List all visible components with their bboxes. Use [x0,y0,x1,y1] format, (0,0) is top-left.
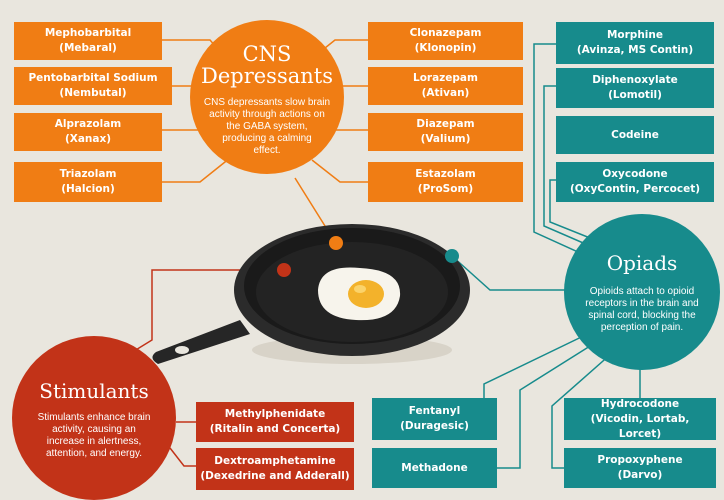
drug-box-clonazepam: Clonazepam (Klonopin) [368,22,523,60]
opiad-line-to-pan [451,255,580,291]
opiads-description: Opioids attach to opioid receptors in th… [585,286,699,333]
stimulants-title: Stimulants [39,379,149,403]
cns-marker-dot [329,236,343,250]
opiads-circle: Opiads Opioids attach to opioid receptor… [564,214,720,370]
drug-box-triazolam: Triazolam (Halcion) [14,162,162,202]
drug-box-codeine: Codeine [556,116,714,154]
opiad-line-propoxyphene [551,345,621,469]
opiad-line-oxycodone [549,179,611,247]
stimulants-circle: Stimulants Stimulants enhance brain acti… [12,336,176,500]
cns-description: CNS depressants slow brain activity thro… [203,97,331,156]
drug-box-diphenoxylate: Diphenoxylate (Lomotil) [556,68,714,108]
drug-box-alprazolam: Alprazolam (Xanax) [14,113,162,151]
drug-box-fentanyl: Fentanyl (Duragesic) [372,398,497,440]
drug-box-methadone: Methadone [372,448,497,488]
drug-box-dextroamphetamine: Dextroamphetamine (Dexedrine and Adderal… [196,448,354,490]
stimulants-description: Stimulants enhance brain activity, causi… [37,412,151,459]
drug-box-mephobarbital: Mephobarbital (Mebaral) [14,22,162,60]
stimulants-marker-dot [277,263,291,277]
drug-box-morphine: Morphine (Avinza, MS Contin) [556,22,714,64]
stimulant-line-dextroamphetamine [169,447,196,467]
drug-box-hydrocodone: Hydrocodone (Vicodin, Lortab, Lorcet) [564,398,716,440]
opiads-marker-dot [445,249,459,263]
drug-box-diazepam: Diazepam (Valium) [368,113,523,151]
drug-box-lorazepam: Lorazepam (Ativan) [368,67,523,105]
cns-depressants-circle: CNS Depressants CNS depressants slow bra… [190,20,344,174]
drug-box-methylphenidate: Methylphenidate (Ritalin and Concerta) [196,402,354,442]
drug-box-propoxyphene: Propoxyphene (Darvo) [564,448,716,488]
opiad-line-methadone [497,335,607,469]
opiad-line-morphine [533,43,601,263]
cns-line-triazolam [162,157,231,183]
cns-line-estazolam [311,159,368,183]
opiad-line-diphenoxylate [543,85,605,253]
opiads-title: Opiads [606,251,678,275]
drug-box-estazolam: Estazolam (ProSom) [368,162,523,202]
cns-title: CNS Depressants [201,42,333,88]
drug-box-oxycodone: Oxycodone (OxyContin, Percocet) [556,162,714,202]
drug-box-pentobarbital: Pentobarbital Sodium (Nembutal) [14,67,172,105]
